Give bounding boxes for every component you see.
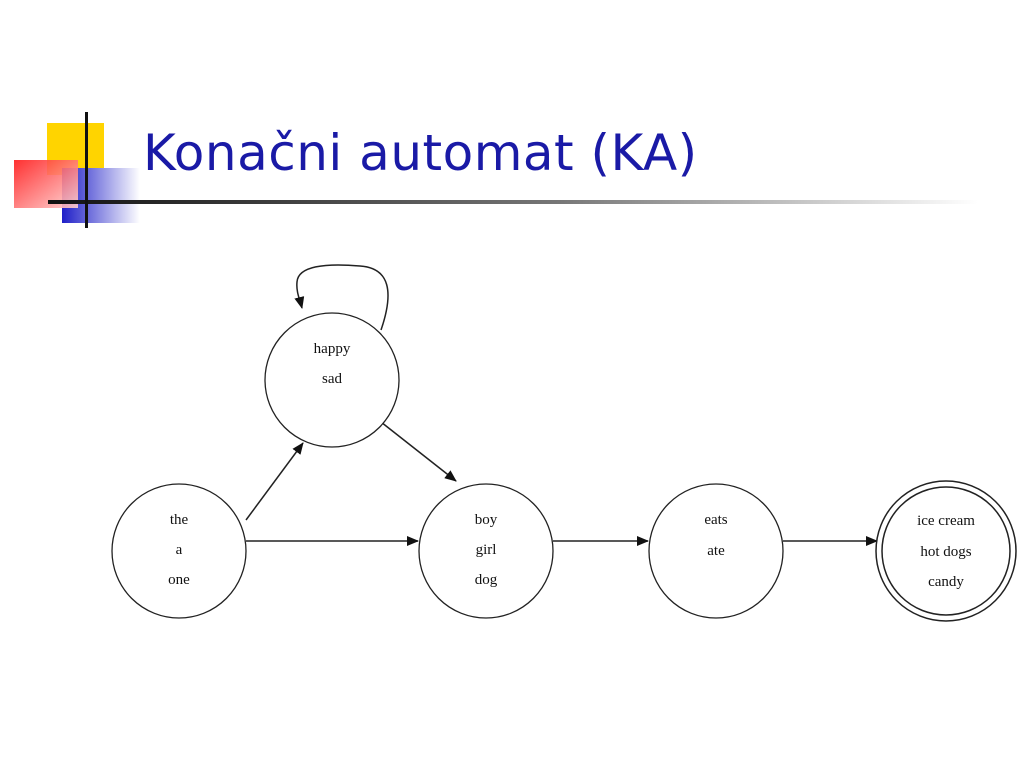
state-word: candy <box>928 574 964 590</box>
state-word: ate <box>707 543 725 559</box>
state-word: eats <box>704 512 727 528</box>
state-word: one <box>168 572 190 588</box>
slide-title: Konačni automat (KA) <box>143 124 698 182</box>
state-circle <box>111 483 247 619</box>
state-word: girl <box>476 542 497 558</box>
state-circle <box>648 483 784 619</box>
slide-decoration <box>14 112 978 228</box>
state-inner-circle <box>881 486 1011 616</box>
title-underline <box>48 200 978 204</box>
state-objects-accepting: ice cream hot dogs candy <box>875 480 1017 622</box>
transition-det-to-adj <box>245 442 304 521</box>
state-nouns: boy girl dog <box>418 483 554 619</box>
state-adjectives: happy sad <box>264 312 400 448</box>
state-word: a <box>176 542 183 558</box>
state-word: happy <box>314 341 351 357</box>
state-verbs: eats ate <box>648 483 784 619</box>
state-word: the <box>170 512 189 528</box>
transition-adj-self-loop <box>294 264 389 331</box>
state-circle <box>418 483 554 619</box>
state-determiners: the a one <box>111 483 247 619</box>
state-word: ice cream <box>917 513 975 529</box>
transition-adj-to-noun <box>380 421 457 482</box>
state-word: hot dogs <box>920 544 971 560</box>
state-circle <box>264 312 400 448</box>
state-word: dog <box>475 572 498 588</box>
deco-vertical-line <box>85 112 88 228</box>
state-word: boy <box>475 512 498 528</box>
state-word: sad <box>322 371 342 387</box>
